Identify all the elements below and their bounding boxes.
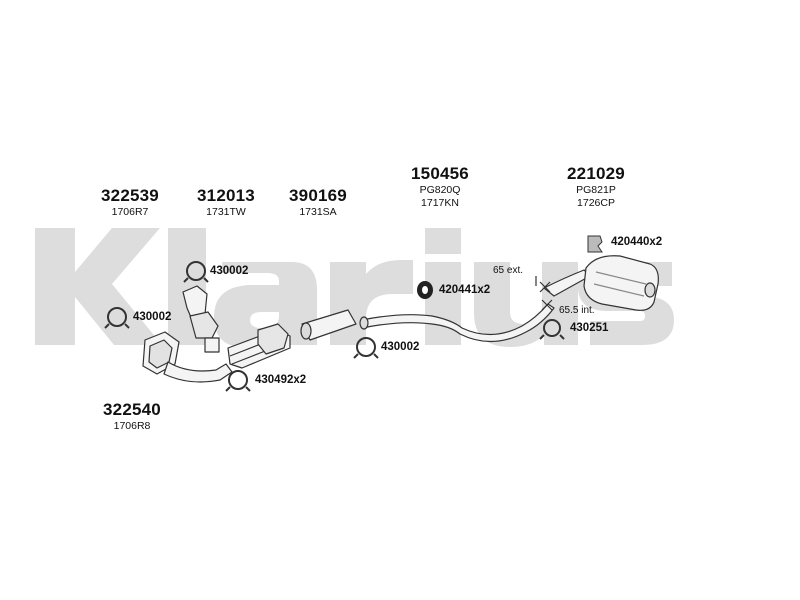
clamp-icon-430492 — [225, 370, 251, 392]
part-number: 221029 — [567, 164, 625, 183]
part-150456: 150456 PG820Q 1717KN — [398, 164, 482, 210]
clamp-icon-430002-top — [183, 261, 209, 283]
clamp-icon-430002-left — [104, 307, 130, 329]
part-390169: 390169 1731SA — [278, 186, 358, 219]
fitting-label-420440: 420440x2 — [611, 236, 663, 248]
part-number: 150456 — [411, 164, 469, 183]
twin-pipe-section-390169 — [227, 323, 291, 369]
clamp-icon-430251 — [539, 319, 565, 340]
fitting-label-430492: 430492x2 — [255, 374, 307, 386]
rear-silencer-221029 — [543, 255, 659, 311]
part-code-2: 1717KN — [421, 197, 459, 209]
part-number: 390169 — [289, 186, 347, 205]
part-number: 322540 — [103, 400, 161, 419]
fitting-label-430002-left: 430002 — [133, 311, 172, 323]
fitting-label-420441: 420441x2 — [439, 284, 491, 296]
part-code: 1731SA — [299, 206, 337, 218]
part-number: 322539 — [101, 186, 159, 205]
note-ext: 65 ext. — [493, 265, 524, 276]
part-221029: 221029 PG821P 1726CP — [554, 164, 638, 210]
downpipe-322540 — [163, 361, 233, 383]
hanger-icon-420441 — [417, 281, 433, 299]
joint-markers-icon — [535, 276, 553, 311]
part-code: 1706R8 — [113, 420, 151, 432]
manifold-312013 — [182, 285, 220, 353]
middle-pipe-150456 — [359, 303, 555, 343]
clamp-icon-430002-mid — [353, 337, 379, 359]
note-int: 65.5 int. — [559, 305, 595, 316]
center-catalyst-390169 — [300, 309, 357, 341]
part-322540: 322540 1706R8 — [90, 400, 174, 433]
part-code: PG820Q — [419, 184, 461, 196]
part-312013: 312013 1731TW — [186, 186, 266, 219]
hanger-icon-420440 — [587, 235, 603, 253]
part-code: 1731TW — [206, 206, 246, 218]
fitting-label-430002-top: 430002 — [210, 265, 249, 277]
part-number: 312013 — [197, 186, 255, 205]
fitting-label-430002-mid: 430002 — [381, 341, 420, 353]
part-code: 1706R7 — [111, 206, 149, 218]
part-322539: 322539 1706R7 — [90, 186, 170, 219]
part-code: PG821P — [576, 184, 616, 196]
fitting-label-430251: 430251 — [570, 322, 609, 334]
part-code-2: 1726CP — [577, 197, 615, 209]
